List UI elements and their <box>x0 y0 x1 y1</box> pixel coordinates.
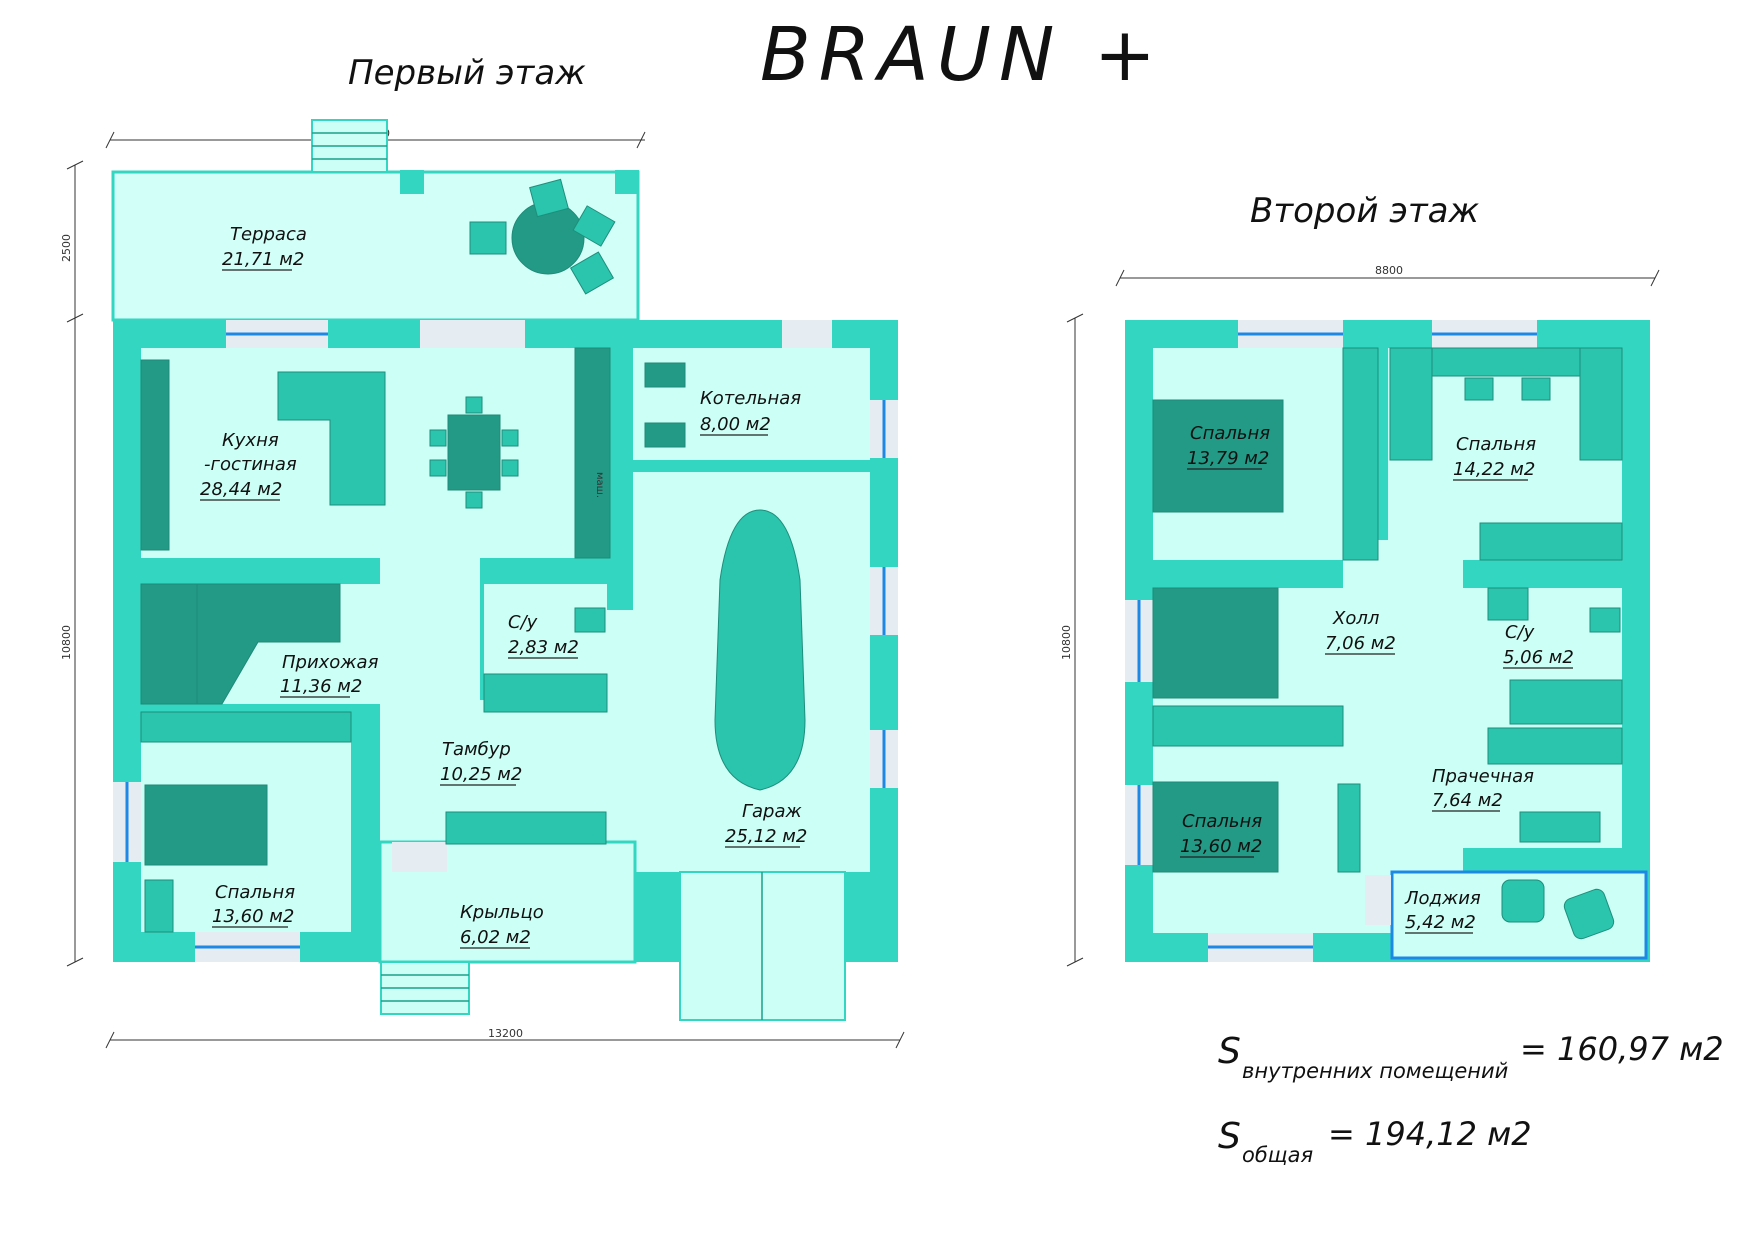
room-area-kitchen: 28,44 м2 <box>200 479 282 500</box>
room-area-terrace: 21,71 м2 <box>222 249 304 270</box>
bed <box>144 784 268 866</box>
room-area-boiler: 8,00 м2 <box>700 414 771 435</box>
garage-car <box>714 509 806 791</box>
armchair <box>1563 888 1615 940</box>
chair <box>1464 377 1494 401</box>
nightstand <box>144 879 174 933</box>
dim-first-terrace: 2500 <box>60 234 73 262</box>
room-name-kitchen-2: -гостиная <box>204 454 297 475</box>
staircase <box>1152 587 1279 699</box>
room-name-porch: Крыльцо <box>460 902 544 923</box>
room-name-loggia: Лоджия <box>1404 888 1481 909</box>
room-area-bedroom-2c: 13,60 м2 <box>1180 836 1262 857</box>
first-floor-dimensions: 8800 13200 2500 10800 <box>60 127 905 1049</box>
vestibule-floor <box>607 610 637 872</box>
door <box>392 842 447 872</box>
room-area-bedroom: 13,60 м2 <box>212 906 294 927</box>
dim-second-top: 8800 <box>1375 264 1403 277</box>
room-area-laundry: 7,64 м2 <box>1432 790 1503 811</box>
internal-area-value: = 160,97 м2 <box>1520 1030 1724 1068</box>
door <box>1365 875 1391 925</box>
boiler <box>644 362 686 388</box>
second-floor-title: Второй этаж <box>1250 191 1480 231</box>
internal-area-subscript: внутренних помещений <box>1242 1059 1508 1083</box>
toilet <box>574 607 606 633</box>
room-area-hall-2: 7,06 м2 <box>1325 633 1396 654</box>
dining-table <box>447 414 501 491</box>
bed <box>1579 347 1623 461</box>
desk <box>1431 347 1581 377</box>
room-name-garage: Гараж <box>742 801 803 822</box>
staircase <box>196 583 341 705</box>
room-name-vestibule: Тамбур <box>442 739 511 760</box>
second-floor-plan: 8800 10800 <box>1060 264 1660 967</box>
laundry-unit <box>1487 727 1623 765</box>
wardrobe <box>1152 705 1344 747</box>
total-area-symbol: S <box>1218 1116 1241 1157</box>
dim-first-bottom: 13200 <box>488 1027 523 1040</box>
toilet <box>1589 607 1621 633</box>
staircase <box>140 583 198 705</box>
room-name-laundry: Прачечная <box>1432 766 1534 787</box>
shelf <box>1337 783 1361 873</box>
corner-sofa <box>277 371 386 506</box>
room-name-bedroom: Спальня <box>215 882 295 903</box>
laundry-basket <box>1519 811 1601 843</box>
room-area-vestibule: 10,25 м2 <box>440 764 522 785</box>
room-name-bedroom-2c: Спальня <box>1182 811 1262 832</box>
terrace-chair <box>569 251 615 295</box>
second-floor-dimensions: 8800 10800 <box>1060 264 1660 967</box>
sink <box>1487 587 1529 621</box>
room-name-wc: С/у <box>508 612 538 633</box>
hall-floor <box>1343 540 1463 933</box>
room-name-hall-2: Холл <box>1332 608 1379 629</box>
wardrobe <box>140 359 170 551</box>
hall-floor <box>380 558 480 728</box>
bed <box>1152 399 1284 513</box>
room-area-bedroom-2a: 13,79 м2 <box>1187 448 1269 469</box>
first-floor-plan: 8800 13200 2500 10800 <box>60 119 905 1049</box>
area-summary: S внутренних помещений = 160,97 м2 S общ… <box>1218 1030 1724 1167</box>
wardrobe <box>1342 347 1379 561</box>
garage-floor <box>607 830 870 872</box>
room-area-porch: 6,02 м2 <box>460 927 531 948</box>
door <box>420 320 525 348</box>
room-name-bedroom-2b: Спальня <box>1456 434 1536 455</box>
bathtub <box>1509 679 1623 725</box>
room-name-boiler: Котельная <box>700 388 801 409</box>
room-name-terrace: Терраса <box>230 224 307 245</box>
chair <box>1521 377 1551 401</box>
internal-area-symbol: S <box>1218 1031 1241 1072</box>
room-area-hallway: 11,36 м2 <box>280 676 362 697</box>
room-area-bedroom-2b: 14,22 м2 <box>1453 459 1535 480</box>
dim-first-height: 10800 <box>60 625 73 660</box>
kitchen-unit <box>574 347 611 559</box>
armchair <box>1501 879 1545 923</box>
terrace-chair <box>572 205 616 247</box>
room-area-garage: 25,12 м2 <box>725 826 807 847</box>
terrace-chair <box>529 178 569 218</box>
first-floor-title: Первый этаж <box>348 53 586 93</box>
room-name-wc-2: С/у <box>1505 622 1535 643</box>
room-area-wc-2: 5,06 м2 <box>1503 647 1574 668</box>
room-name-kitchen: Кухня <box>222 430 279 451</box>
dim-second-height: 10800 <box>1060 625 1073 660</box>
wardrobe <box>140 711 352 743</box>
bench <box>445 811 607 845</box>
room-area-wc: 2,83 м2 <box>508 637 579 658</box>
room-area-loggia: 5,42 м2 <box>1405 912 1476 933</box>
total-area-value: = 194,12 м2 <box>1328 1115 1532 1153</box>
washer-label: маш. <box>594 472 605 498</box>
bed <box>1389 347 1433 461</box>
wardrobe <box>483 673 608 713</box>
wardrobe <box>1479 522 1623 561</box>
room-name-bedroom-2a: Спальня <box>1190 423 1270 444</box>
door <box>782 320 832 348</box>
total-area-subscript: общая <box>1242 1143 1313 1167</box>
boiler <box>644 422 686 448</box>
room-name-hallway: Прихожая <box>282 652 379 673</box>
project-title: BRAUN + <box>760 12 1164 98</box>
terrace-chair <box>469 221 507 255</box>
